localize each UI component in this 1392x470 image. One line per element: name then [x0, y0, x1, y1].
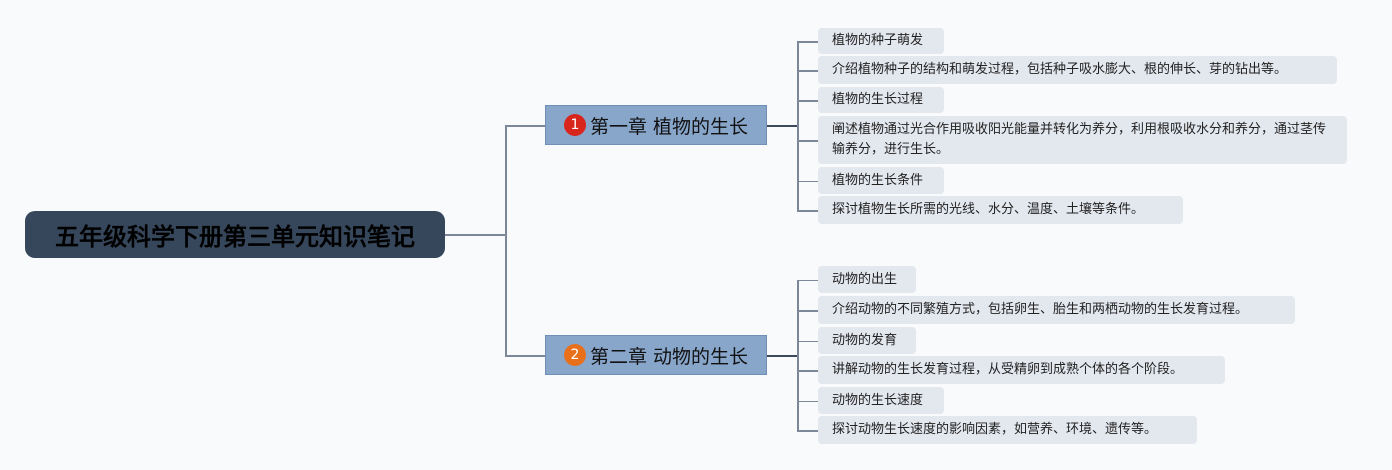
- subtopic-item[interactable]: 动物的生长速度: [818, 387, 944, 414]
- subtopic-text: 介绍植物种子的结构和萌发过程，包括种子吸水膨大、根的伸长、芽的钻出等。: [832, 62, 1288, 77]
- connector: [797, 70, 818, 72]
- subtopic-item[interactable]: 探讨植物生长所需的光线、水分、温度、土壤等条件。: [818, 196, 1183, 224]
- connector: [797, 41, 818, 43]
- subtopic-item[interactable]: 阐述植物通过光合作用吸收阳光能量并转化为养分，利用根吸收水分和养分，通过茎传输养…: [818, 116, 1347, 164]
- subtopic-item[interactable]: 植物的生长条件: [818, 167, 944, 194]
- subtopic-item[interactable]: 介绍植物种子的结构和萌发过程，包括种子吸水膨大、根的伸长、芽的钻出等。: [818, 56, 1337, 84]
- subtopic-item[interactable]: 动物的出生: [818, 266, 916, 293]
- subtopic-text: 动物的生长速度: [832, 392, 924, 408]
- subtopic-text: 介绍动物的不同繁殖方式，包括卵生、胎生和两栖动物的生长发育过程。: [832, 302, 1249, 317]
- subtopic-item[interactable]: 动物的发育: [818, 327, 916, 354]
- connector: [797, 210, 818, 212]
- connector: [767, 355, 797, 357]
- root-topic[interactable]: 五年级科学下册第三单元知识笔记: [25, 211, 445, 258]
- connector: [797, 280, 799, 430]
- subtopic-item[interactable]: 探讨动物生长速度的影响因素，如营养、环境、遗传等。: [818, 416, 1197, 444]
- subtopic-text: 探讨动物生长速度的影响因素，如营养、环境、遗传等。: [832, 422, 1158, 437]
- subtopic-text: 探讨植物生长所需的光线、水分、温度、土壤等条件。: [832, 202, 1145, 217]
- subtopic-item[interactable]: 植物的种子萌发: [818, 28, 944, 54]
- connector: [797, 400, 818, 402]
- subtopic-text: 植物的种子萌发: [832, 33, 924, 48]
- connector: [797, 370, 818, 372]
- number-badge-icon: 2: [563, 344, 586, 366]
- subtopic-text: 讲解动物的生长发育过程，从受精卵到成熟个体的各个阶段。: [832, 362, 1184, 377]
- connector: [505, 355, 545, 357]
- subtopic-item[interactable]: 植物的生长过程: [818, 87, 944, 113]
- chapter-1-topic[interactable]: 1 第一章 植物的生长: [545, 105, 767, 145]
- connector: [797, 180, 818, 182]
- subtopic-text: 植物的生长条件: [832, 172, 924, 188]
- connector: [797, 41, 799, 210]
- connector: [445, 234, 505, 236]
- subtopic-item[interactable]: 介绍动物的不同繁殖方式，包括卵生、胎生和两栖动物的生长发育过程。: [818, 296, 1295, 324]
- connector: [797, 430, 818, 432]
- subtopic-text: 动物的发育: [832, 332, 898, 348]
- chapter-title: 第二章 动物的生长: [589, 345, 749, 368]
- root-title: 五年级科学下册第三单元知识笔记: [55, 223, 415, 251]
- connector: [797, 279, 818, 281]
- subtopic-item[interactable]: 讲解动物的生长发育过程，从受精卵到成熟个体的各个阶段。: [818, 356, 1225, 384]
- number-badge-icon: 1: [563, 114, 586, 136]
- connector: [797, 100, 818, 102]
- connector: [797, 340, 818, 342]
- connector: [505, 125, 545, 127]
- subtopic-text: 植物的生长过程: [832, 92, 924, 107]
- connector: [797, 310, 818, 312]
- connector: [767, 125, 797, 127]
- chapter-title: 第一章 植物的生长: [589, 115, 749, 138]
- chapter-2-topic[interactable]: 2 第二章 动物的生长: [545, 335, 767, 375]
- connector: [797, 140, 818, 142]
- connector: [505, 125, 507, 356]
- subtopic-text: 阐述植物通过光合作用吸收阳光能量并转化为养分，利用根吸收水分和养分，通过茎传输养…: [832, 122, 1327, 157]
- subtopic-text: 动物的出生: [832, 271, 898, 287]
